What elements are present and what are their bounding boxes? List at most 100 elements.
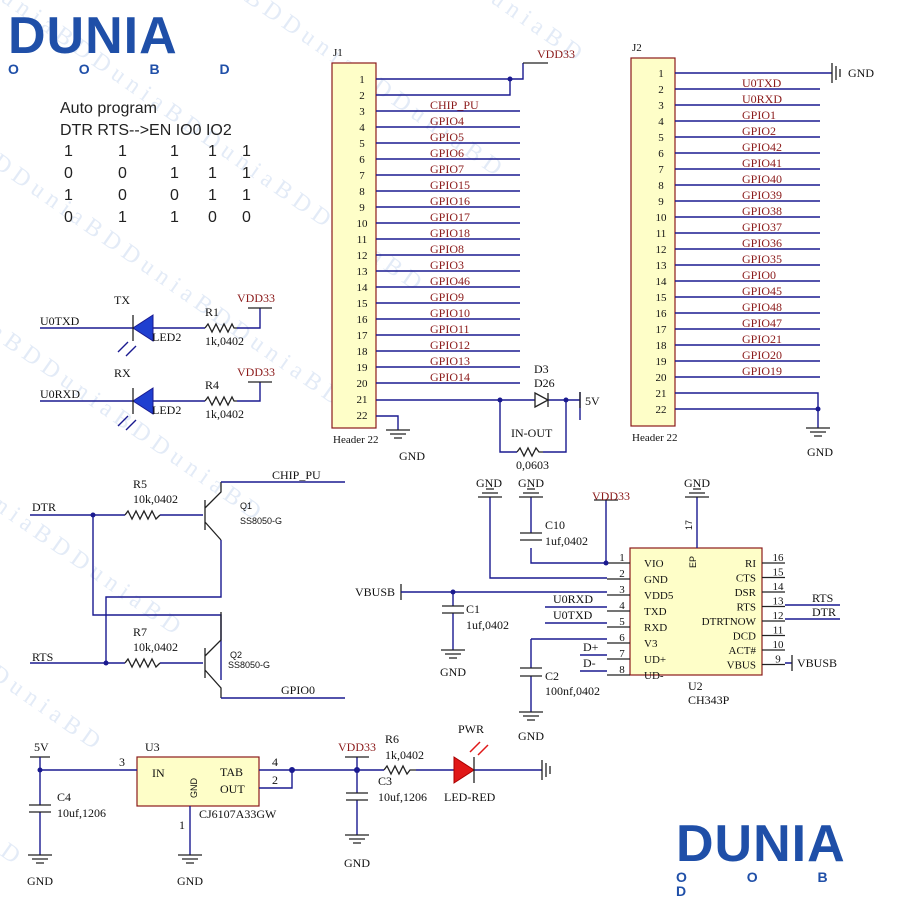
logo-subtext: O O B D <box>8 61 258 77</box>
table-cell: 0 <box>64 209 73 226</box>
capacitor-c4 <box>29 804 51 813</box>
vbus-left-label: VBUSB <box>355 585 395 599</box>
ep-gnd-label: GND <box>684 476 710 490</box>
pin-number: 20 <box>656 372 668 384</box>
ch343-pin-name: V3 <box>644 638 658 650</box>
capacitor-c10 <box>520 532 542 541</box>
table-cell: 0 <box>242 209 251 226</box>
ch343-pin-number: 5 <box>619 616 625 628</box>
pin-number: 6 <box>359 154 365 166</box>
output-wire <box>259 757 384 835</box>
ch343-ep-pin: 17 <box>684 520 694 530</box>
table-cell: 0 <box>118 165 127 182</box>
pin-number: 9 <box>658 196 664 208</box>
j2-gnd-bottom-wire <box>675 392 819 428</box>
u0txd-label: U0TXD <box>553 608 593 622</box>
net-label: GPIO19 <box>742 364 782 378</box>
net-label: GPIO16 <box>430 194 470 208</box>
ch343-pin-name: VIO <box>644 558 664 570</box>
gnd-symbol <box>685 488 709 498</box>
table-header: DTR RTS-->EN IO0 IO2 <box>60 122 232 139</box>
pin4: 4 <box>272 755 278 769</box>
ch343-pin-number: 13 <box>773 596 785 608</box>
ch343-pin-name: DSR <box>735 587 757 599</box>
ch343-pin-name: UD- <box>644 670 664 682</box>
capacitor-c3 <box>346 792 368 801</box>
resistor-r4 <box>204 395 237 407</box>
pin-number: 21 <box>357 394 368 406</box>
pin-number: 18 <box>656 340 668 352</box>
table-cell: 0 <box>208 209 217 226</box>
q2-val: SS8050-G <box>228 660 270 670</box>
net-label: GPIO0 <box>742 268 776 282</box>
ch343-pin-number: 14 <box>773 581 785 593</box>
output-vdd: VDD33 <box>338 740 376 754</box>
pin-number: 14 <box>656 276 668 288</box>
c10-val: 1uf,0402 <box>545 534 588 548</box>
pin-number: 19 <box>656 356 668 368</box>
ch343-ref: U2 <box>688 679 703 693</box>
pin-number: 6 <box>658 148 664 160</box>
resistor-r1 <box>204 322 237 334</box>
dtr-net: DTR <box>32 500 56 514</box>
ch343-pin-name: TXD <box>644 606 667 618</box>
pin-number: 16 <box>357 314 369 326</box>
led-tx-net: U0TXD <box>40 314 80 328</box>
u3-out: OUT <box>220 782 245 796</box>
net-label: U0RXD <box>742 92 782 106</box>
u3-body <box>136 756 260 807</box>
led-tx-part: LED2 <box>152 330 181 344</box>
ch343-pin-number: 1 <box>619 552 625 564</box>
ch343-power-wires <box>489 497 607 579</box>
dm-label: D- <box>583 656 596 670</box>
table-cell: 1 <box>118 209 127 226</box>
rts-right-label: RTS <box>812 591 833 605</box>
ch343-pin-number: 6 <box>619 632 625 644</box>
q1-ref: Q1 <box>240 501 252 511</box>
gnd-symbol <box>345 834 369 844</box>
table-title: Auto program <box>60 100 157 117</box>
ch343-pin-number: 10 <box>773 639 785 651</box>
fuse-wire <box>499 400 567 453</box>
pin-number: 9 <box>359 202 365 214</box>
logo-text: DUNIA <box>8 7 178 65</box>
base-wires <box>30 514 203 664</box>
diode-d3-symbol <box>534 391 550 409</box>
table-cell: 1 <box>242 187 251 204</box>
junction-dot <box>354 767 360 773</box>
j1-vdd-label: VDD33 <box>537 47 575 61</box>
ch343-pin-name: VBUS <box>727 660 756 672</box>
net-label: GPIO39 <box>742 188 782 202</box>
table-cell: 1 <box>170 209 179 226</box>
ch343-pin-number: 16 <box>773 552 785 564</box>
ch343-pin-name: RTS <box>736 602 756 614</box>
ch343-vdd: VDD33 <box>592 489 630 503</box>
q1-val: SS8050-G <box>240 516 282 526</box>
logo-top-left: DUNIA O O B D <box>8 10 258 76</box>
net-label: GPIO2 <box>742 124 776 138</box>
ch343-pin-number: 12 <box>773 610 784 622</box>
j2-body <box>630 57 676 427</box>
pin-number: 19 <box>357 362 369 374</box>
pin-number: 13 <box>656 260 668 272</box>
table-cell: 1 <box>208 143 217 160</box>
table-cell: 1 <box>242 165 251 182</box>
net-label: GPIO37 <box>742 220 782 234</box>
net-label: GPIO5 <box>430 130 464 144</box>
j2-gnd-top-label: GND <box>848 66 874 80</box>
table-cell: 1 <box>170 165 179 182</box>
ch343-body <box>629 547 763 676</box>
ch343-pin-name: RI <box>745 558 756 570</box>
net-label: GPIO41 <box>742 156 782 170</box>
j2-footer: Header 22 <box>632 432 678 444</box>
ch343-right-wires <box>785 604 840 664</box>
transistor-q1 <box>204 482 222 541</box>
led-rx-name: RX <box>114 366 131 380</box>
led-emission-arrows <box>117 341 137 357</box>
table-cell: 0 <box>118 187 127 204</box>
ch343-pin-number: 4 <box>619 600 625 612</box>
